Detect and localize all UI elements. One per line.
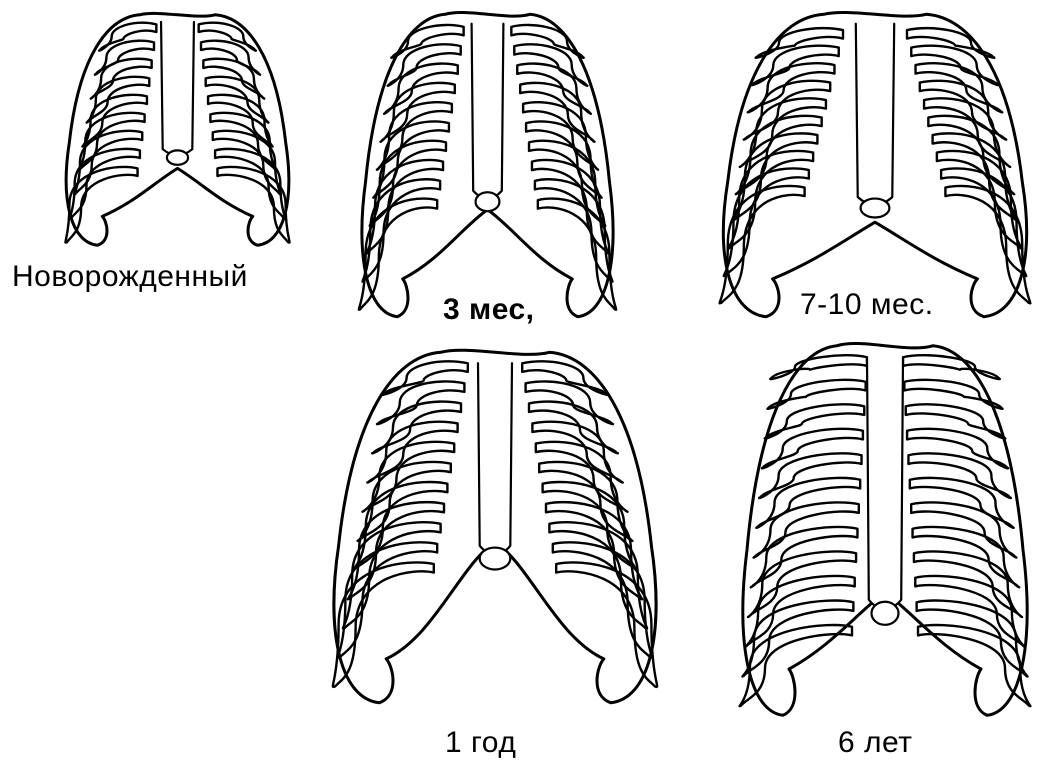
xiphoid-process — [872, 602, 899, 625]
rib — [553, 542, 652, 657]
rib — [532, 422, 622, 483]
sternum — [472, 24, 504, 199]
caption-7-10-months: 7-10 мес. — [800, 290, 934, 320]
ribcage-7-10-months — [715, 8, 1035, 323]
rib — [765, 404, 865, 438]
caption-1-year: 1 год — [445, 728, 516, 758]
rib — [539, 462, 632, 541]
rib — [358, 462, 451, 541]
xiphoid-process — [476, 192, 500, 211]
rib — [756, 28, 843, 58]
rib — [529, 402, 618, 454]
ribcage-newborn-drawing — [60, 10, 295, 250]
caption-3-months: 3 мес, — [443, 295, 535, 325]
ribcage-3-months — [355, 8, 620, 323]
ribcage-1-year-drawing — [325, 345, 665, 710]
caption-6-years: 6 лет — [838, 728, 912, 758]
rib — [338, 542, 437, 657]
rib — [372, 402, 461, 454]
ribcage-1-year — [325, 345, 665, 710]
rib — [381, 83, 455, 142]
ribcage-3-months-drawing — [355, 8, 620, 323]
rib — [87, 77, 150, 123]
sternum — [856, 24, 894, 205]
sternum — [161, 22, 194, 155]
ribcage-6-years-drawing — [735, 338, 1035, 723]
xiphoid-process — [167, 150, 188, 164]
caption-newborn: Новорожденный — [12, 262, 248, 292]
ribcage-7-10-months-drawing — [715, 8, 1035, 323]
sternum — [867, 357, 903, 609]
rib — [906, 404, 1006, 438]
rib — [520, 83, 594, 142]
rib — [770, 355, 867, 379]
rib — [907, 28, 994, 58]
ribcage-6-years — [735, 338, 1035, 723]
sternum — [478, 363, 512, 555]
rib — [99, 23, 156, 51]
rib — [199, 23, 256, 51]
rib — [748, 63, 835, 112]
rib — [916, 63, 1003, 112]
xiphoid-process — [480, 548, 511, 570]
rib — [903, 355, 1000, 379]
rib — [367, 422, 457, 483]
rib — [206, 77, 269, 123]
ribcage-newborn — [60, 10, 295, 250]
xiphoid-process — [861, 199, 890, 218]
